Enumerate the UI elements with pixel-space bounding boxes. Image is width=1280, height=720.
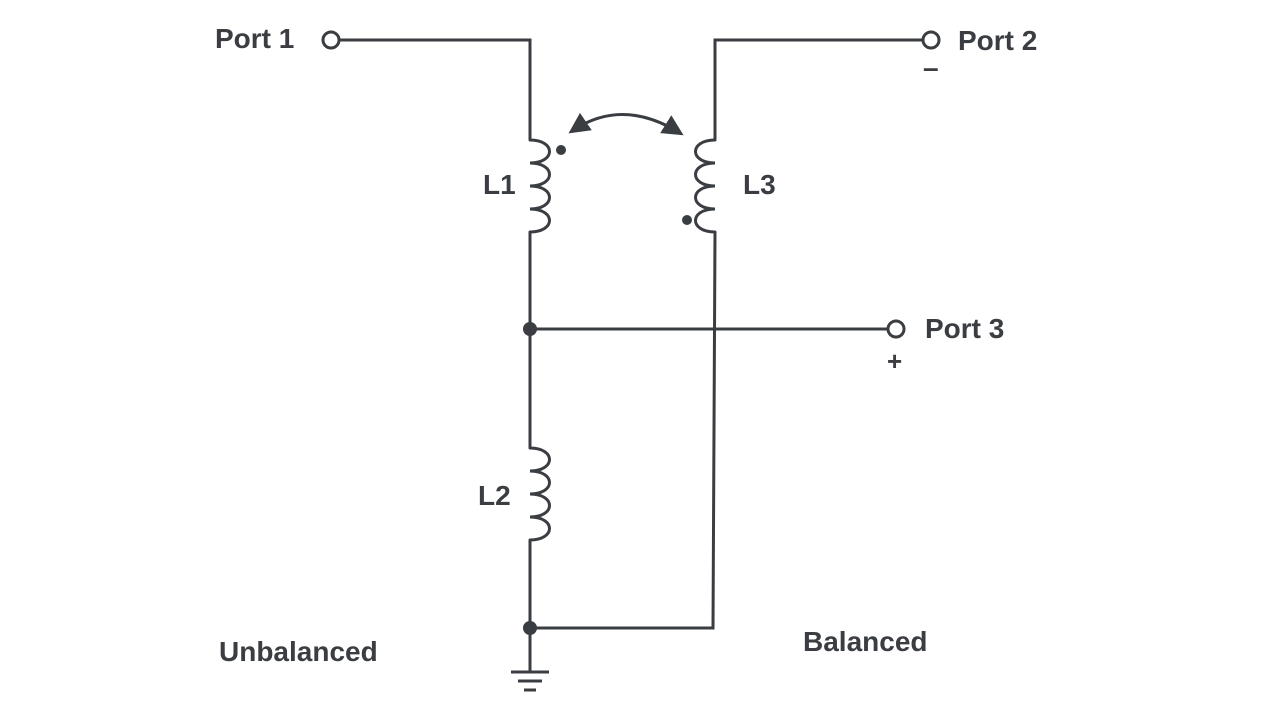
l1-inductor — [528, 138, 551, 234]
port2-wire — [713, 38, 923, 140]
coupling-arrow — [568, 112, 684, 136]
ground-icon — [511, 670, 549, 692]
port2-polarity: – — [923, 52, 939, 83]
bottom-junction — [523, 621, 537, 635]
port1-wire — [339, 38, 532, 140]
port2-label: Port 2 — [958, 25, 1037, 56]
port3-polarity: + — [887, 346, 902, 376]
l3-inductor — [694, 138, 717, 234]
l3-return-wire — [530, 231, 717, 630]
port2-terminal[interactable] — [921, 30, 941, 50]
l1-label: L1 — [483, 169, 516, 200]
l3-label: L3 — [743, 169, 776, 200]
unbalanced-label: Unbalanced — [219, 636, 378, 667]
port3-label: Port 3 — [925, 313, 1004, 344]
port3-terminal[interactable] — [886, 319, 906, 339]
l2-inductor — [528, 446, 551, 542]
l3-polarity-dot — [682, 215, 692, 225]
port1-terminal[interactable] — [321, 30, 341, 50]
center-junction — [523, 322, 537, 336]
port1-label: Port 1 — [215, 23, 294, 54]
balanced-label: Balanced — [803, 626, 928, 657]
l2-label: L2 — [478, 480, 511, 511]
l1-polarity-dot — [556, 145, 566, 155]
